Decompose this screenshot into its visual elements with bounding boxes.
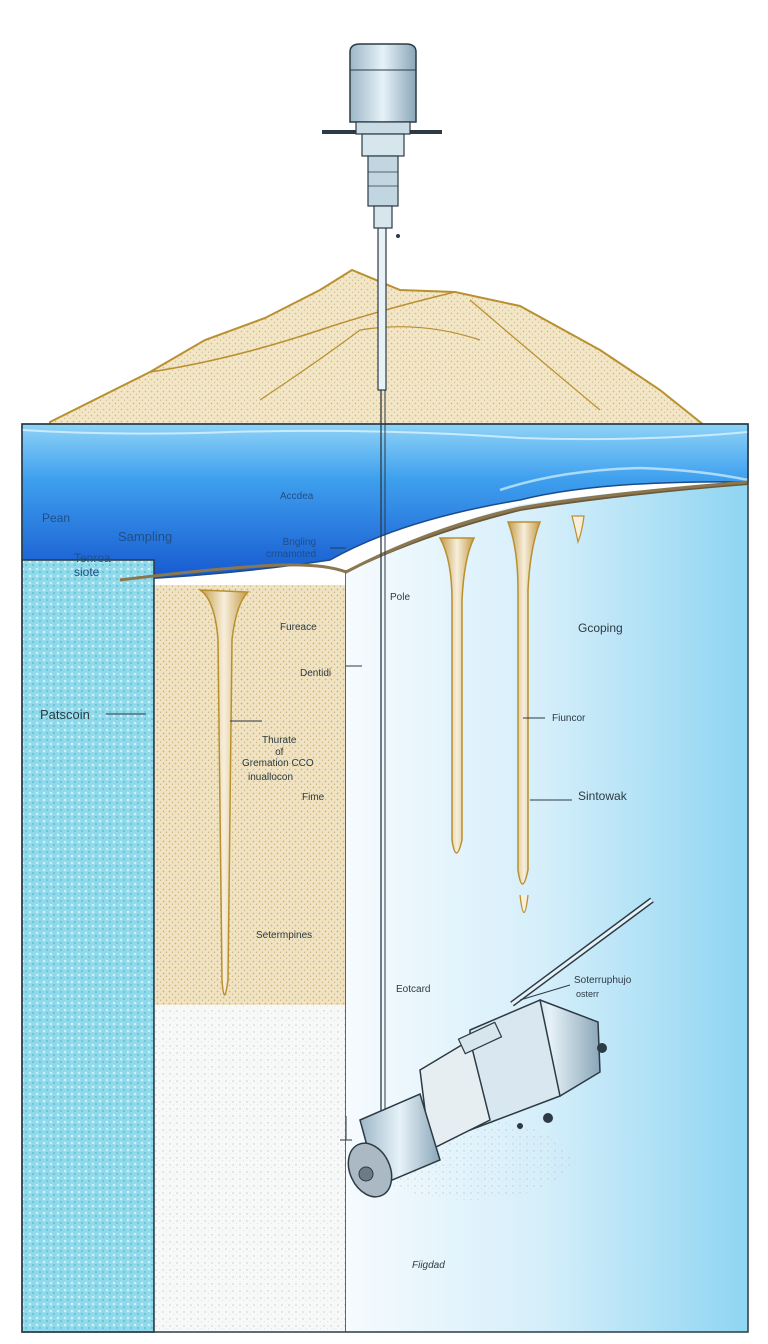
label-inuallocon: inuallocon [248, 772, 293, 784]
label-eotcard: Eotcard [396, 984, 430, 996]
label-gremation-cco: Gremation CCO [242, 758, 314, 770]
label-sintowak: Sintowak [578, 790, 627, 804]
label-pean: Pean [42, 512, 70, 526]
left-sediment-layer [22, 560, 154, 1332]
label-pole: Pole [390, 592, 410, 604]
label-patscoin: Patscoin [40, 708, 90, 723]
label-osterr: osterr [576, 989, 599, 999]
label-accdea: Accdea [280, 491, 313, 503]
label-thurate-of: Thurate of [262, 735, 296, 758]
sand-column [154, 570, 346, 1332]
label-fureace: Fureace [280, 622, 317, 634]
label-fiigdad: Fiigdad [412, 1260, 445, 1272]
label-gcoping: Gcoping [578, 622, 623, 636]
label-bngling-crmamoted: Bngling crmamoted [266, 537, 316, 560]
label-sampling: Sampling [118, 530, 172, 545]
label-fime: Fime [302, 792, 324, 804]
label-fiuncor: Fiuncor [552, 713, 585, 725]
label-setermpines: Setermpines [256, 930, 312, 942]
right-water-body [346, 482, 748, 1332]
label-dentidi: Dentidi [300, 668, 331, 680]
sampler-head [322, 44, 442, 238]
label-tenroa-siote: Tenroa siote [74, 552, 111, 580]
label-soterruphujo: Soterruphujo [574, 975, 631, 987]
